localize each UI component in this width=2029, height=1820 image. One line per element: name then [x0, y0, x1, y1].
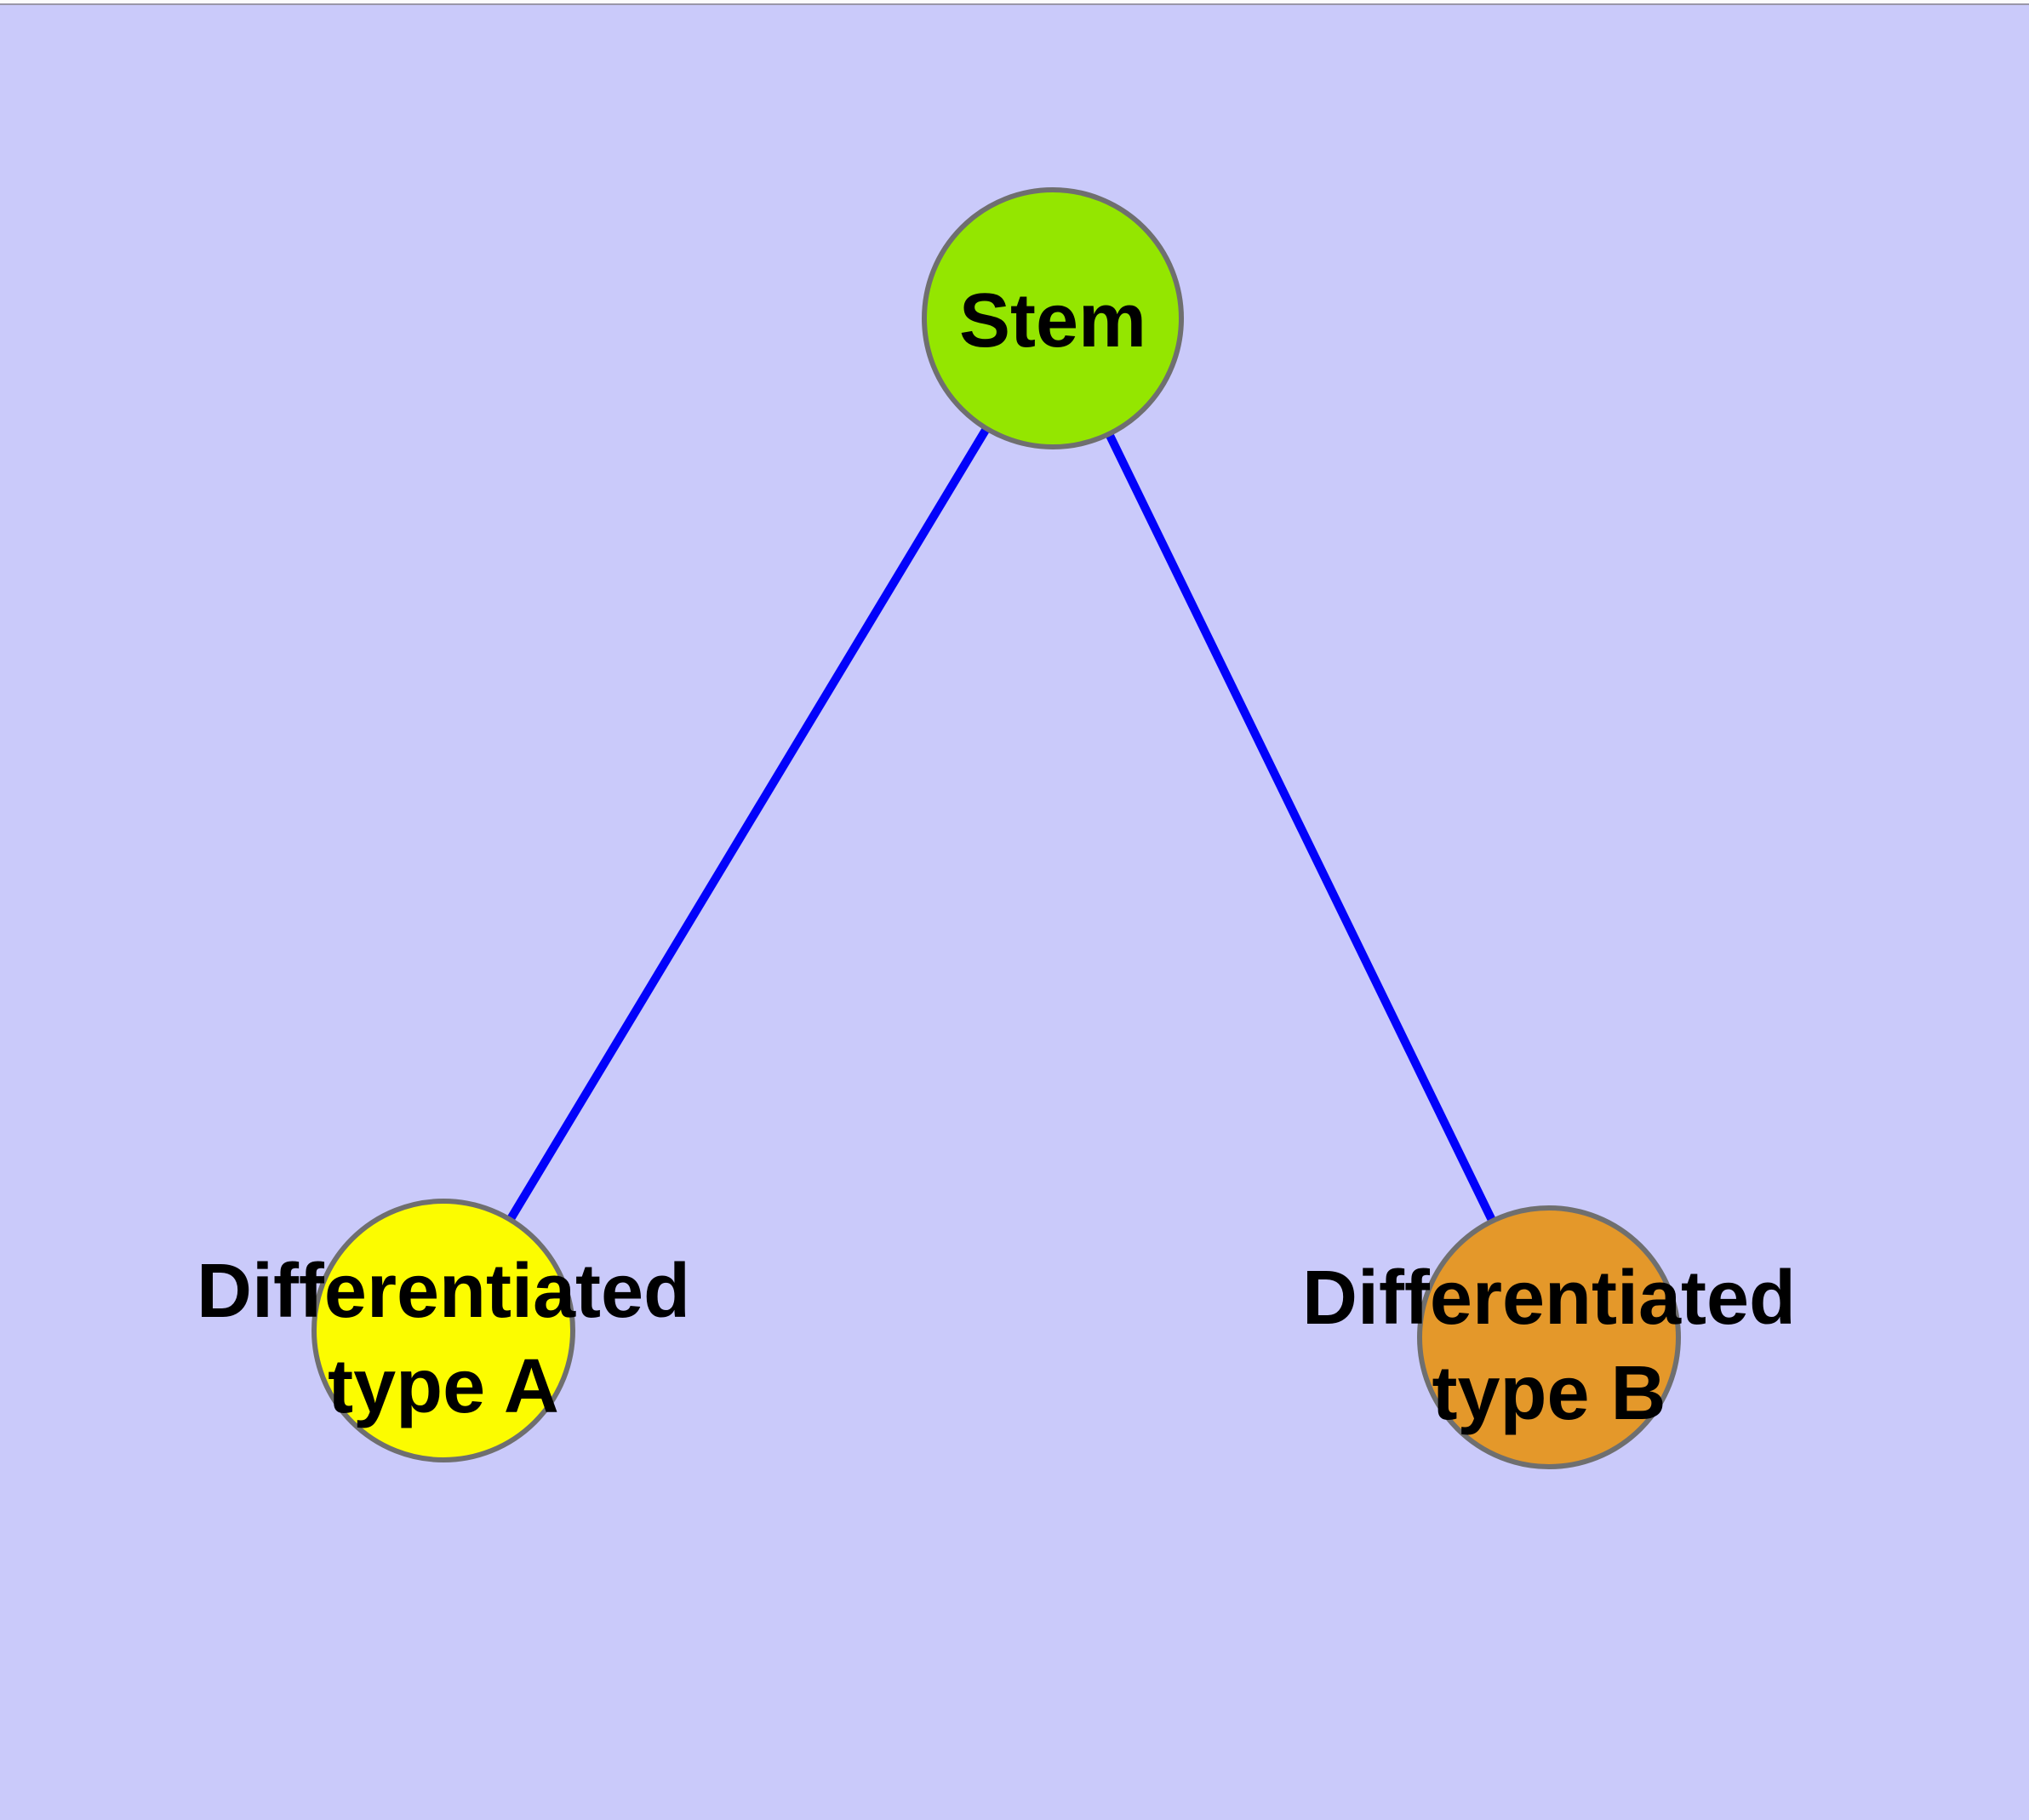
nodes-layer [311, 187, 1681, 1469]
node-label-line: type A [328, 1344, 559, 1429]
node-type-a [311, 1199, 575, 1462]
top-edge-line [0, 3, 2029, 5]
node-label-type-a: Differentiated type A [197, 1249, 690, 1429]
edges-layer [439, 316, 1553, 1340]
node-type-b [1417, 1205, 1681, 1469]
node-label-line: Differentiated [197, 1249, 690, 1334]
edge-stem-to-type-b [1049, 316, 1553, 1340]
edge-stem-to-type-a [439, 316, 1057, 1333]
node-label-stem: Stem [959, 278, 1146, 363]
node-label-line: Differentiated [1302, 1256, 1796, 1341]
top-edge-strip [0, 0, 2029, 3]
node-label-line: type B [1432, 1351, 1666, 1436]
node-stem [922, 187, 1184, 449]
node-label-type-b: Differentiated type B [1302, 1256, 1796, 1436]
node-label-line: Stem [959, 278, 1146, 363]
